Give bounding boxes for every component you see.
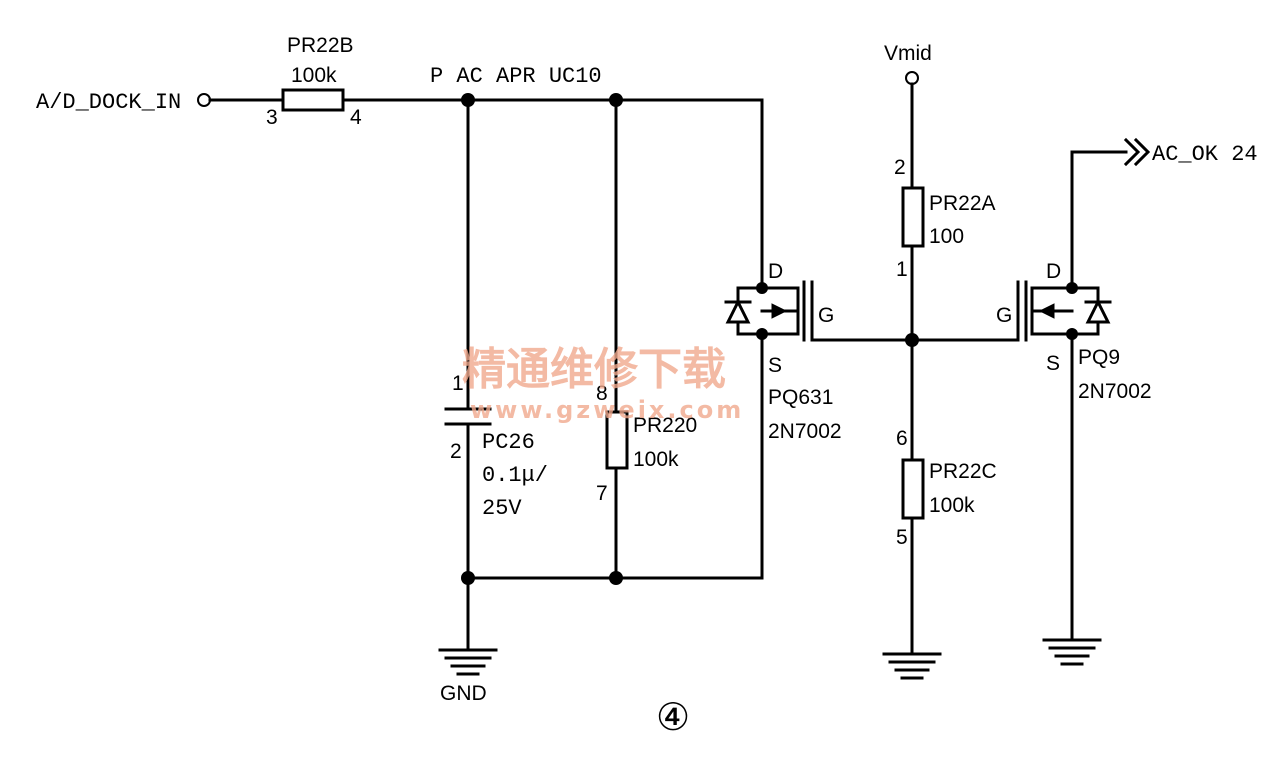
pq631-s-label: S xyxy=(768,354,782,377)
pr22b-pin-b: 4 xyxy=(350,106,362,129)
pq631-ref: PQ631 xyxy=(768,386,833,409)
pr22a-ref: PR22A xyxy=(929,192,996,215)
pr220-pin-b: 7 xyxy=(596,482,608,505)
pc26-pin-a: 1 xyxy=(452,372,464,395)
pq631-g-label: G xyxy=(818,304,834,327)
pq631-d-label: D xyxy=(768,260,783,283)
pr22c-value: 100k xyxy=(929,494,975,517)
pq9-d-label: D xyxy=(1046,260,1061,283)
ground-symbol xyxy=(882,652,942,680)
resistor-pr22b xyxy=(281,88,345,112)
pr22a-value: 100 xyxy=(929,225,964,248)
node-net-label: P AC APR UC10 xyxy=(430,64,602,89)
junction-dot xyxy=(756,282,768,294)
pr22b-pin-a: 3 xyxy=(266,106,278,129)
pr22b-ref: PR22B xyxy=(287,34,354,57)
pq9-s-label: S xyxy=(1046,352,1060,375)
mosfet-pq9 xyxy=(1016,150,1112,642)
output-net-label: AC_OK 24 xyxy=(1152,142,1258,167)
vmid-terminal xyxy=(905,71,919,85)
resistor-pr22a xyxy=(901,186,925,248)
input-terminal xyxy=(197,93,211,107)
pr220-pin-a: 8 xyxy=(596,382,608,405)
pr220-value: 100k xyxy=(633,448,679,471)
pr22c-pin-b: 5 xyxy=(896,526,908,549)
watermark-url: www.gzweix.com xyxy=(470,396,744,424)
pq9-ref: PQ9 xyxy=(1078,346,1120,369)
figure-number: ④ xyxy=(656,695,690,739)
pr22b-value: 100k xyxy=(291,64,337,87)
pr22c-pin-a: 6 xyxy=(896,427,908,450)
pr220-ref: PR220 xyxy=(633,414,697,437)
pc26-value: 0.1μ/ xyxy=(482,463,548,488)
pq9-g-label: G xyxy=(996,304,1012,327)
pr22c-ref: PR22C xyxy=(929,460,997,483)
pc26-rating: 25V xyxy=(482,496,522,521)
vmid-label: Vmid xyxy=(884,42,932,65)
mosfet-pq631 xyxy=(724,98,914,580)
gnd-label: GND xyxy=(440,682,487,705)
pc26-ref: PC26 xyxy=(482,430,535,455)
junction-dot xyxy=(1066,282,1078,294)
pr22a-pin-b: 1 xyxy=(896,258,908,281)
pr22a-pin-a: 2 xyxy=(894,156,906,179)
input-net-label: A/D_DOCK_IN xyxy=(36,90,181,115)
resistor-pr22c xyxy=(901,458,925,520)
pq631-part: 2N7002 xyxy=(768,420,842,443)
watermark-text: 精通维修下载 xyxy=(462,344,726,395)
output-arrow xyxy=(1123,137,1151,167)
junction-dot xyxy=(1066,328,1078,340)
ground-symbol xyxy=(438,648,498,676)
pc26-pin-b: 2 xyxy=(450,440,462,463)
junction-dot xyxy=(756,328,768,340)
pq9-part: 2N7002 xyxy=(1078,380,1152,403)
ground-symbol xyxy=(1042,638,1102,666)
